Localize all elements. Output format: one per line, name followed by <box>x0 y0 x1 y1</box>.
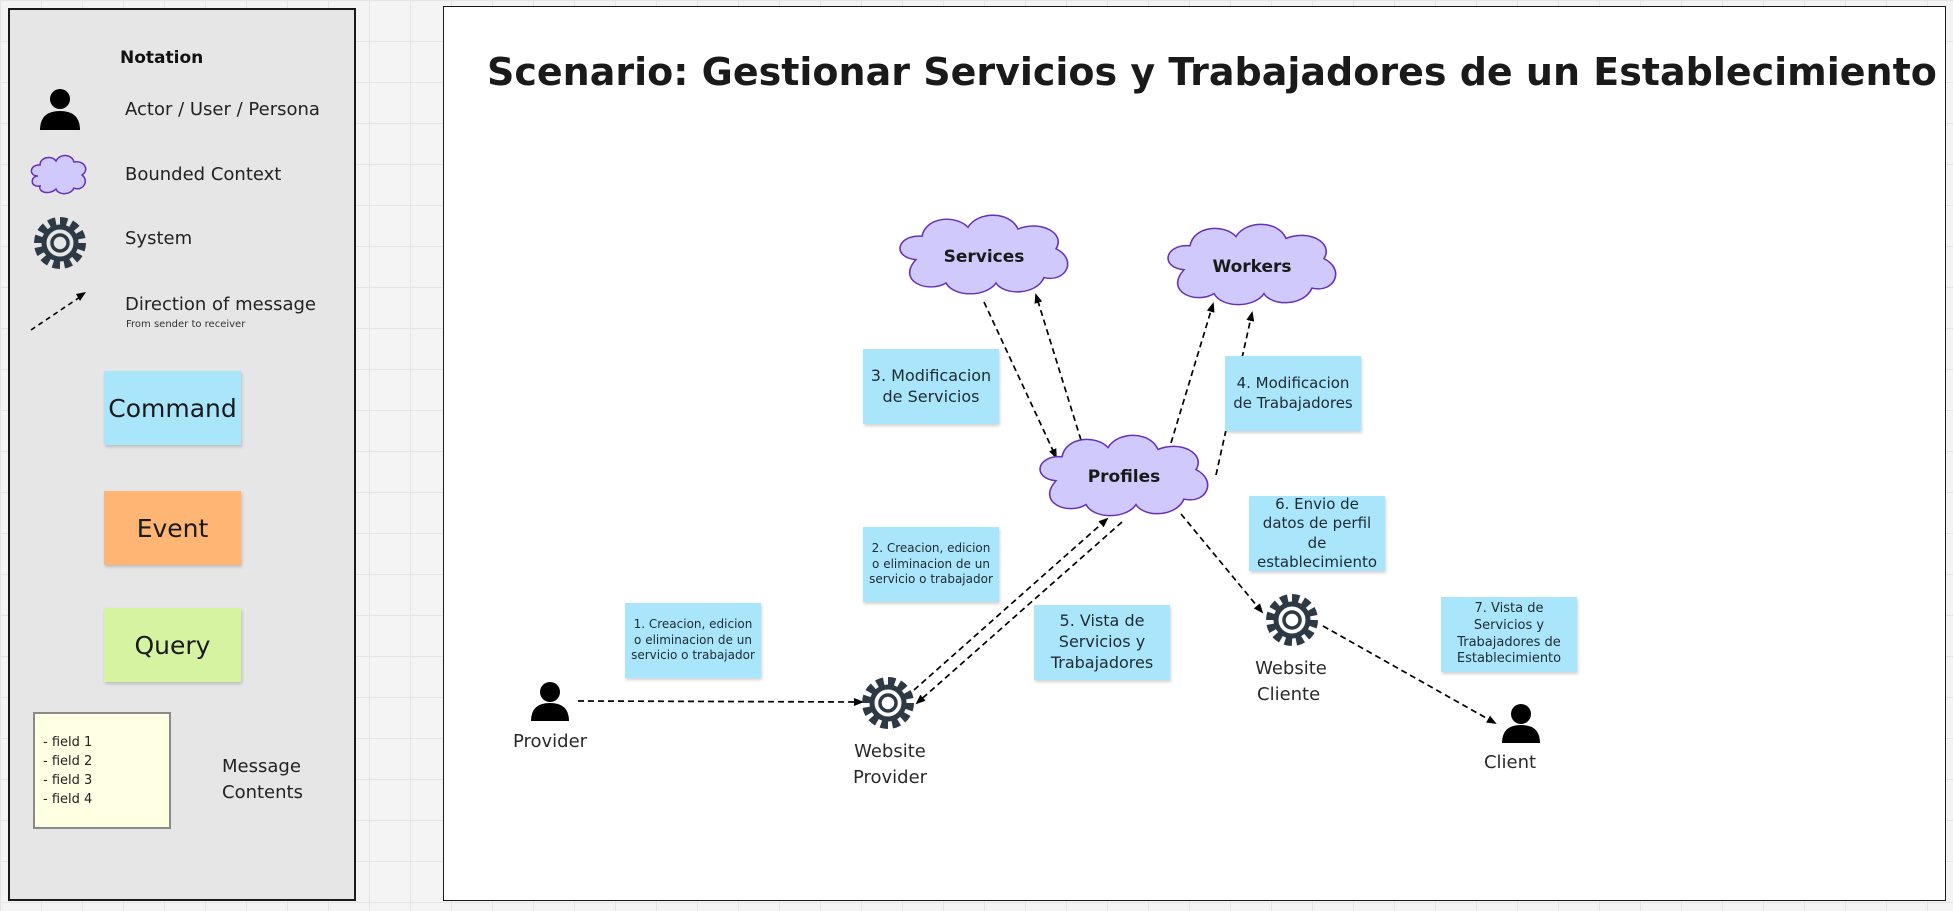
bounded-context-icon <box>30 154 87 195</box>
notation-title: Notation <box>120 48 204 68</box>
arrow-website-cliente-to-client <box>1322 625 1497 724</box>
command-note-2: 2. Creacion, edicion o eliminacion de un… <box>863 527 999 602</box>
message-field: - field 1 <box>43 735 93 750</box>
arrow-services-to-profiles <box>983 301 1057 459</box>
website-provider-label-1: Website <box>854 741 926 762</box>
workers-context-label: Workers <box>1212 257 1292 277</box>
direction-legend-sub: From sender to receiver <box>126 319 246 330</box>
client-actor-icon <box>1502 704 1540 743</box>
connectors <box>577 293 1497 724</box>
arrow-profiles-to-website-provider <box>915 521 1123 705</box>
system-gear-icon <box>34 217 86 269</box>
message-contents-label-1: Message <box>222 756 301 777</box>
arrow-profiles-to-website-cliente <box>1180 513 1264 614</box>
arrow-website-provider-to-profiles <box>913 517 1109 691</box>
command-note-3: 3. Modificacion de Servicios <box>863 349 999 424</box>
page-title: Scenario: Gestionar Servicios y Trabajad… <box>487 50 1937 94</box>
actor-legend-label: Actor / User / Persona <box>125 99 320 120</box>
arrow-provider-to-website <box>577 697 864 706</box>
system-legend-label: System <box>125 228 193 249</box>
client-label: Client <box>1483 752 1537 773</box>
command-note-4: 4. Modificacion de Trabajadores <box>1225 356 1361 431</box>
profiles-context-label: Profiles <box>1087 467 1161 487</box>
context-legend-label: Bounded Context <box>125 164 282 185</box>
website-cliente-label-2: Cliente <box>1257 684 1321 705</box>
website-provider-label-2: Provider <box>852 767 928 788</box>
provider-label: Provider <box>512 731 588 752</box>
actor-icon <box>40 89 80 130</box>
website-cliente-gear-icon <box>1266 594 1318 646</box>
services-context-label: Services <box>943 247 1025 267</box>
command-note-7: 7. Vista de Servicios y Trabajadores de … <box>1441 597 1577 672</box>
message-contents-label-2: Contents <box>222 782 303 803</box>
arrow-profiles-to-workers <box>1170 302 1215 444</box>
message-field: - field 2 <box>43 754 93 769</box>
command-note-1: 1. Creacion, edicion o eliminacion de un… <box>625 603 761 678</box>
event-sticky: Event <box>104 491 241 565</box>
website-cliente-label-1: Website <box>1255 658 1327 679</box>
arrow-profiles-to-services <box>1034 293 1082 441</box>
direction-arrow-icon <box>30 292 86 331</box>
query-sticky: Query <box>104 608 241 682</box>
message-field: - field 4 <box>43 792 93 807</box>
command-note-6: 6. Envio de datos de perfil de estableci… <box>1249 495 1385 571</box>
command-note-5: 5. Vista de Servicios y Trabajadores <box>1034 605 1170 680</box>
direction-legend-label: Direction of message <box>125 294 317 315</box>
website-provider-gear-icon <box>862 677 914 729</box>
provider-actor-icon <box>531 682 569 721</box>
message-contents-box: - field 1 - field 2 - field 3 - field 4 <box>33 712 171 829</box>
command-sticky: Command <box>104 371 241 445</box>
message-field: - field 3 <box>43 773 93 788</box>
